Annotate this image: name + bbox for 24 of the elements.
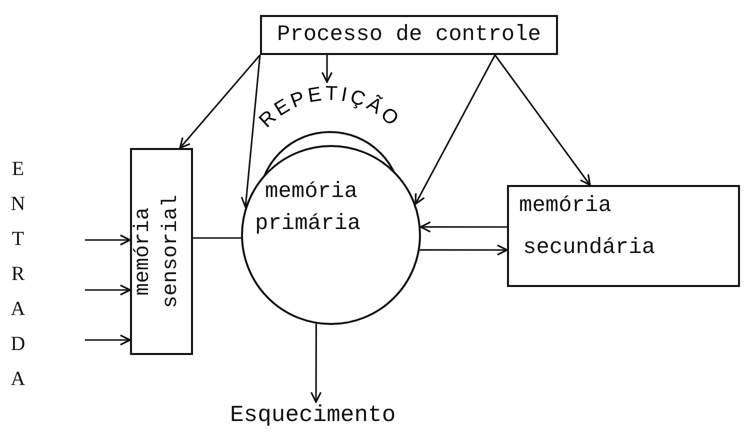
- arrow: [414, 54, 496, 205]
- process-box: [507, 185, 740, 287]
- box-label: secundária: [523, 235, 656, 260]
- vertical-label: ENTRADA: [10, 157, 26, 392]
- box-label: sensorial: [159, 194, 184, 310]
- connector-line: [193, 237, 242, 239]
- arrow: [420, 221, 507, 233]
- outcome-label: Esquecimento: [230, 402, 396, 428]
- arrow: [179, 54, 261, 149]
- arrow: [85, 234, 131, 246]
- arrow: [321, 55, 333, 83]
- arrow: [420, 244, 508, 256]
- box-label: memória: [519, 193, 612, 218]
- arrow: [310, 324, 322, 403]
- circle-label: primária: [255, 211, 361, 236]
- arrow: [85, 334, 131, 346]
- box-label: memória: [131, 206, 156, 298]
- arrow: [494, 54, 591, 186]
- box-title: Processo de controle: [276, 22, 542, 47]
- circle-label: memória: [265, 179, 358, 204]
- arrow: [85, 284, 131, 296]
- arrow: [240, 54, 261, 208]
- process-box: [260, 15, 558, 55]
- memory-box: [130, 148, 193, 355]
